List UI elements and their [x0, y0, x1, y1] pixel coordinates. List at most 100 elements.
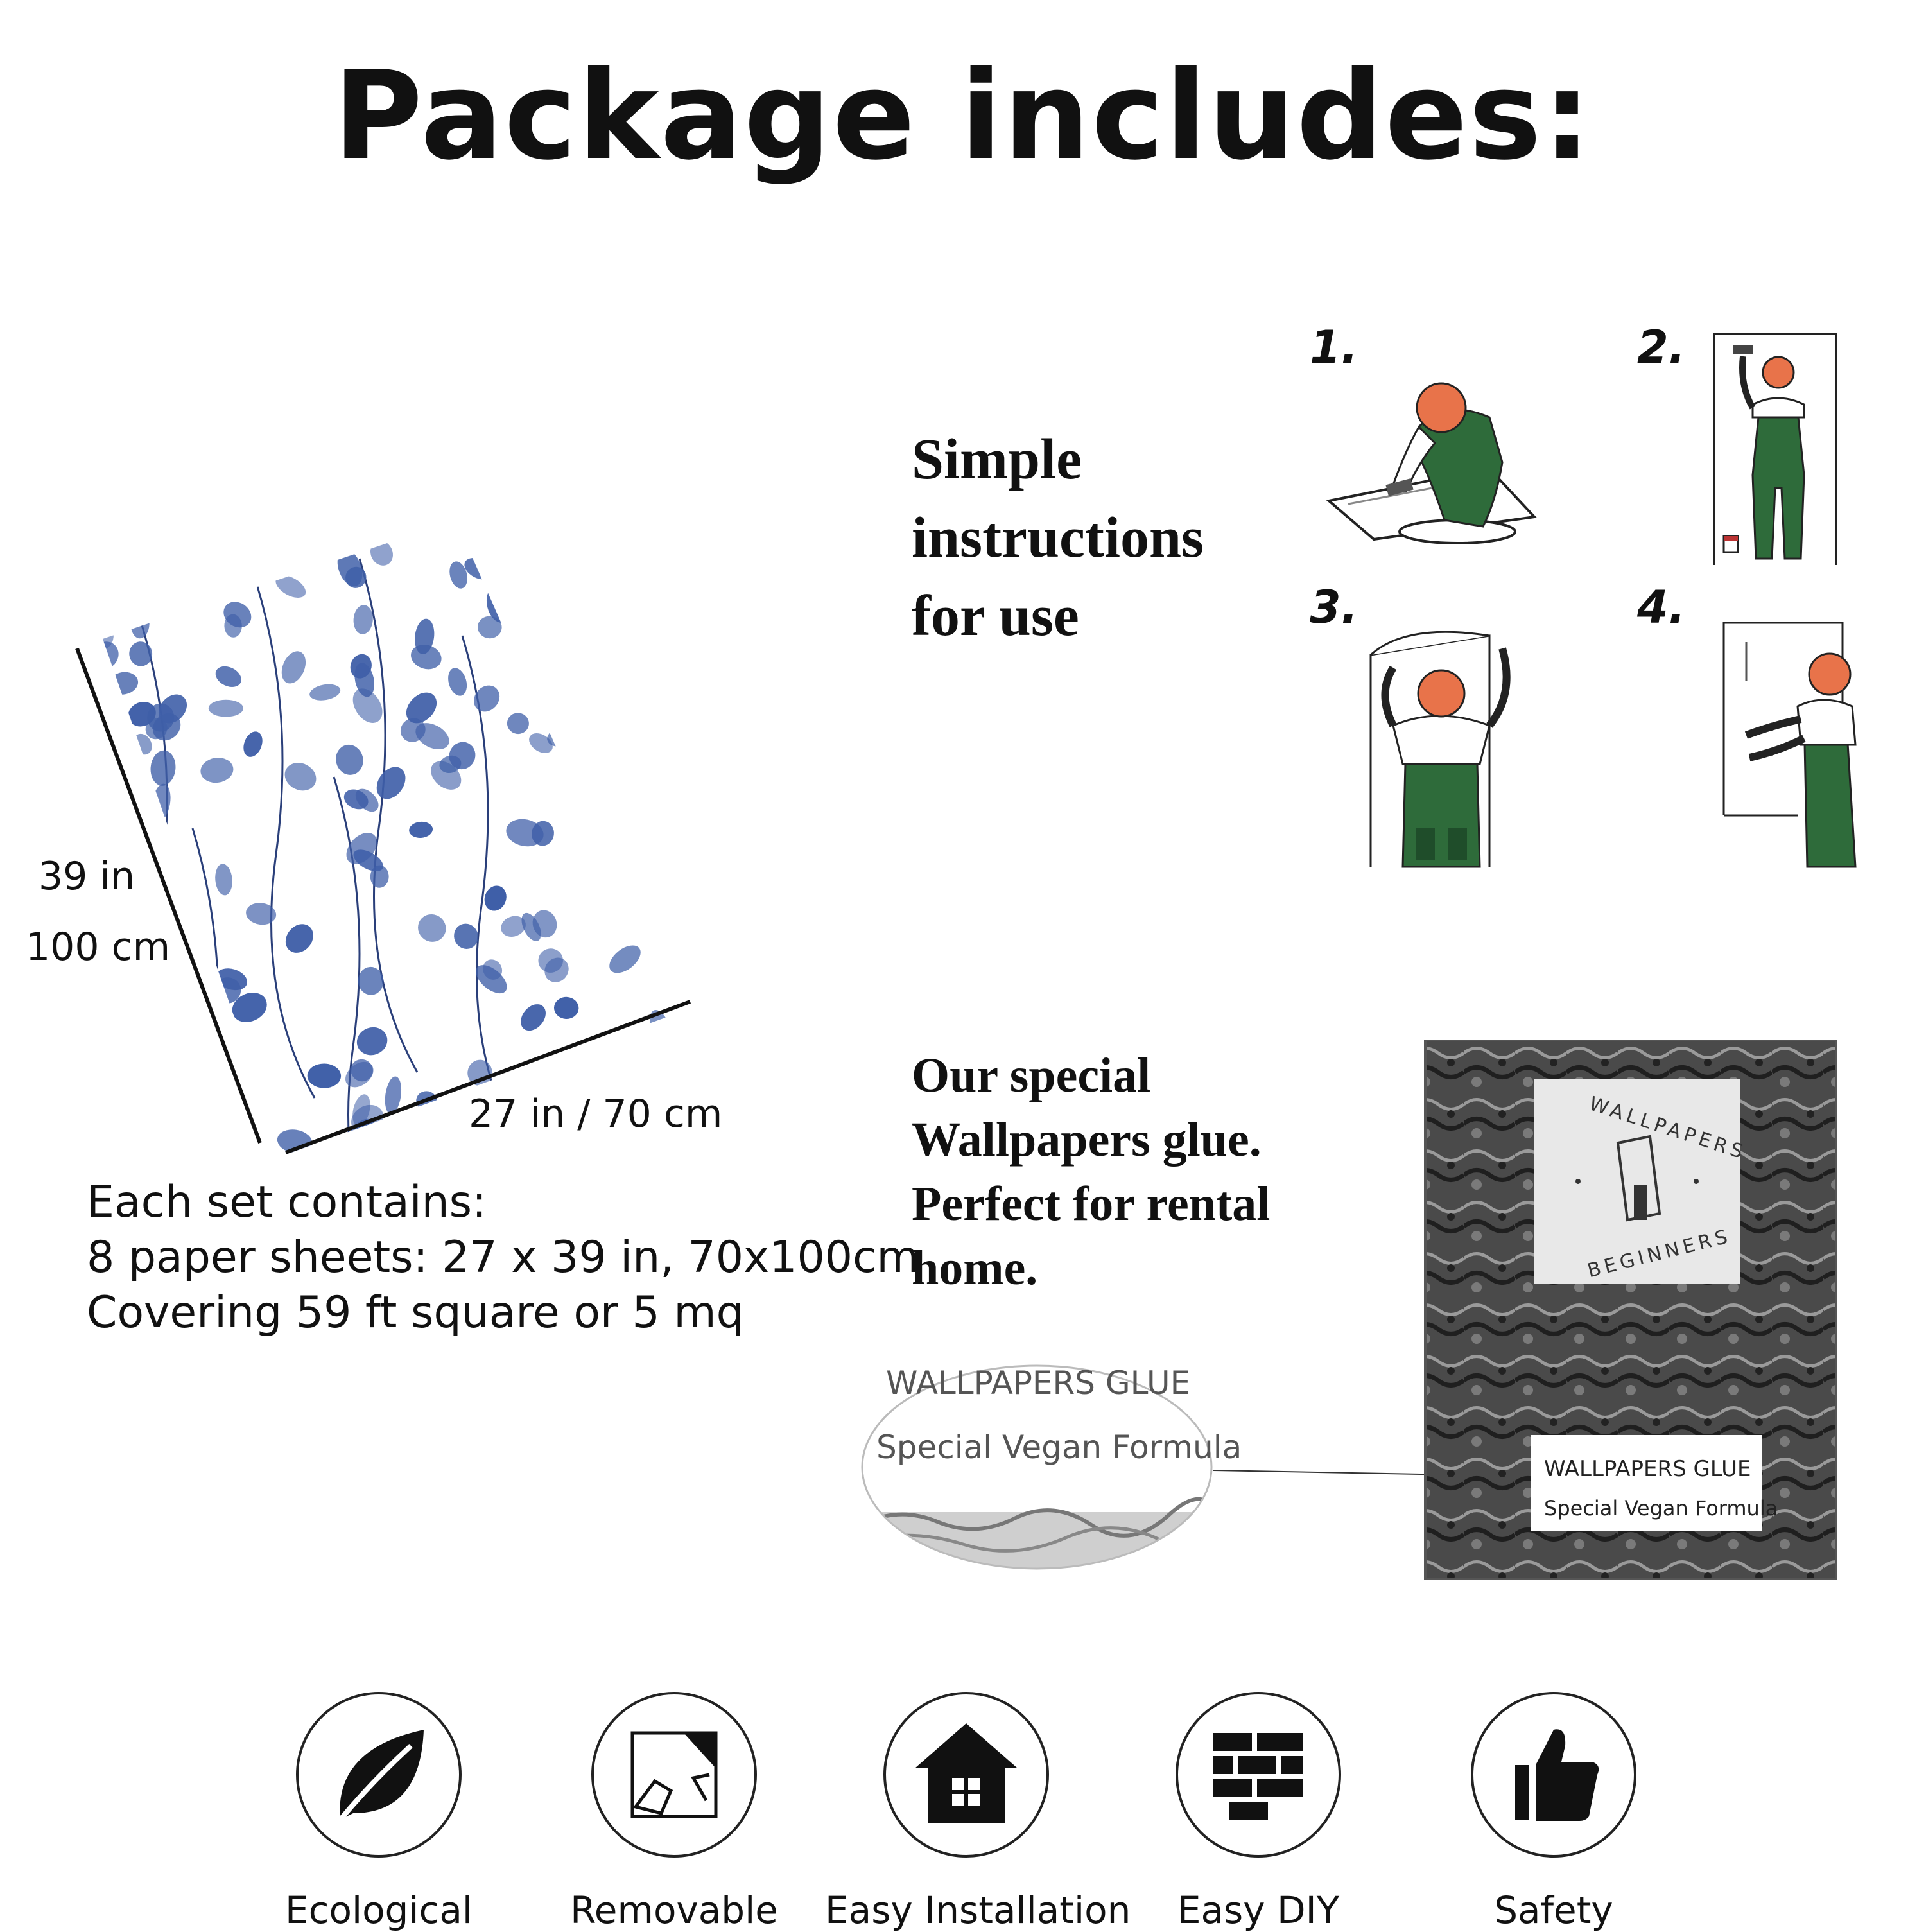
glue-box-label-title: WALLPAPERS GLUE [1544, 1456, 1751, 1482]
feature-easy-diy: Easy DIY [1117, 1692, 1400, 1932]
house-icon [915, 1723, 1018, 1823]
leaf-shape [129, 641, 153, 666]
leaf-shape [449, 561, 467, 589]
leaf-shape [246, 903, 277, 925]
leaf-shape [103, 1132, 108, 1152]
leaf-shape [406, 692, 437, 724]
leaf-shape [159, 989, 186, 1007]
leaf-shape [200, 758, 234, 783]
heading-line: Our special [912, 1049, 1151, 1102]
glue-heading: Our special Wallpapers glue. Perfect for… [912, 1043, 1361, 1300]
leaf-shape [124, 1095, 150, 1122]
heading-line: for use [912, 584, 1079, 648]
leaf-shape [527, 548, 547, 577]
leaf-shape [158, 694, 187, 724]
leaf-shape [281, 651, 306, 684]
leaf-shape [474, 685, 500, 712]
leaf-shape [640, 715, 668, 739]
leaf-shape [569, 620, 591, 647]
feature-easy-installation: Easy Installation [825, 1692, 1131, 1932]
leaf-shape [501, 916, 526, 937]
page-title: Package includes: [333, 45, 1593, 187]
leaf-shape [285, 924, 313, 953]
leaf-shape [538, 948, 563, 973]
leaf-shape [148, 1076, 174, 1107]
leaf-shape [352, 1094, 370, 1126]
step-number: 2. [1637, 321, 1686, 374]
leaf-shape [654, 625, 674, 641]
leaf-shape [526, 640, 552, 666]
leaf-shape [554, 996, 579, 1020]
heading-line: home. [912, 1241, 1038, 1295]
brick-wall-icon [1213, 1733, 1303, 1820]
set-info-line: Each set contains: [87, 1177, 487, 1228]
leaf-shape [370, 541, 394, 566]
leaf-shape [476, 965, 507, 994]
leaf-shape [122, 1066, 150, 1092]
leaf-shape [178, 1011, 203, 1041]
leaf-shape [139, 1063, 160, 1088]
leaf-shape [632, 701, 669, 726]
leaf-shape [418, 914, 446, 942]
leaf-shape [609, 945, 641, 973]
leaf-shape [307, 1063, 342, 1088]
leaf-shape [506, 819, 544, 847]
leaf-shape [103, 821, 104, 839]
zoom-label-subtitle: Special Vegan Formula [876, 1429, 1242, 1466]
leaf-shape [137, 996, 160, 1034]
leaf-shape [336, 744, 363, 775]
leaf-shape [550, 593, 575, 618]
heading-line: Wallpapers glue. [912, 1113, 1262, 1167]
feature-label: Safety [1494, 1888, 1613, 1932]
heading-line: Perfect for rental [912, 1177, 1271, 1231]
instructions-heading: Simple instructions for use [912, 421, 1297, 656]
leaf-shape [272, 527, 298, 549]
leaf-shape [532, 910, 557, 938]
leaf-shape [135, 971, 161, 999]
leaf-shape [647, 562, 674, 583]
leaf-shape [449, 742, 476, 770]
leaf-shape [351, 1059, 373, 1082]
leaf-shape [648, 894, 668, 921]
step-number: 1. [1310, 321, 1358, 374]
wallpaper-sheet-illustration [75, 520, 691, 1156]
leaf-shape [614, 582, 647, 607]
feature-label: Ecological [284, 1888, 473, 1932]
leaf-shape [150, 750, 176, 786]
leaf-shape [215, 666, 241, 687]
leaf-shape [529, 733, 553, 753]
leaf-shape [507, 713, 529, 735]
set-info-line: 8 paper sheets: 27 x 39 in, 70x100cm [87, 1232, 919, 1283]
leaf-shape [350, 654, 372, 679]
step-number: 3. [1310, 581, 1358, 634]
leaf-shape [159, 1023, 178, 1055]
leaf-shape [152, 520, 186, 542]
zoom-label-title: WALLPAPERS GLUE [886, 1364, 1191, 1402]
leaf-shape [337, 550, 363, 587]
heading-line: Simple [912, 428, 1082, 491]
leaf-shape [123, 520, 153, 547]
leaf-shape [243, 731, 263, 757]
leaf-shape [309, 684, 341, 701]
leaf-shape [134, 1090, 167, 1121]
leaf-shape [448, 668, 467, 696]
leaf-shape [103, 988, 109, 1014]
leaf-shape [607, 577, 636, 596]
leaf-shape [355, 788, 379, 812]
leaf-shape [356, 1027, 388, 1056]
vine-stem [256, 584, 316, 1099]
leaf-shape [385, 1076, 402, 1115]
leaf-shape [216, 968, 248, 991]
glue-box-label-subtitle: Special Vegan Formula [1544, 1496, 1778, 1520]
sheet-height-inches: 39 in [39, 854, 135, 899]
leaf-shape [604, 727, 625, 751]
glue-label-zoom-bubble [861, 1364, 1560, 1570]
feature-ecological: Ecological [238, 1692, 520, 1932]
leaf-shape [353, 849, 383, 871]
leaf-shape [353, 605, 373, 634]
leaf-shape [376, 767, 406, 799]
leaf-shape [152, 968, 178, 998]
set-info: Each set contains: 8 paper sheets: 27 x … [87, 1175, 921, 1341]
leaf-shape [415, 618, 435, 654]
thumbs-up-icon [1515, 1729, 1599, 1821]
